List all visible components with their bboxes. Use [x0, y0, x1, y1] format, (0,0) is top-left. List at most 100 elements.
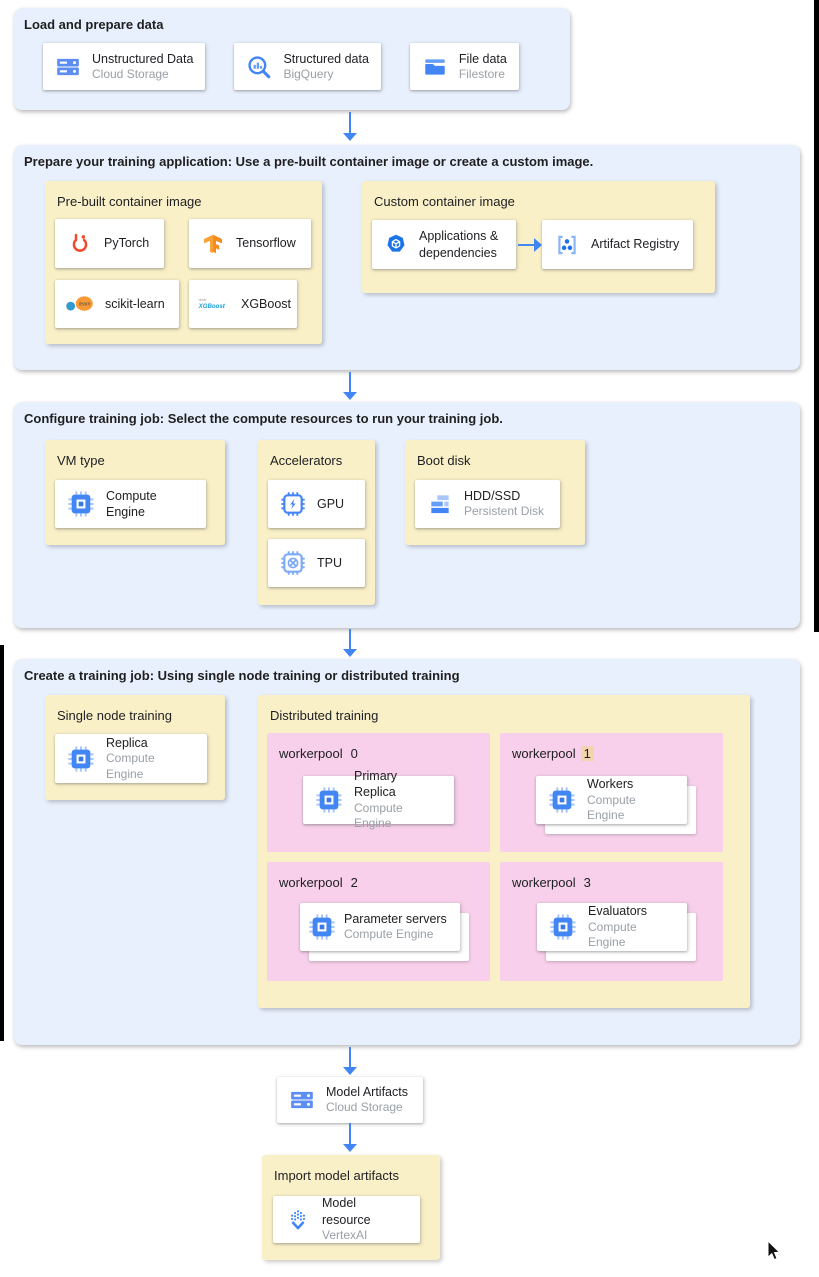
stacked-cards-parameter-servers: Parameter servers Compute Engine: [300, 903, 469, 961]
stacked-cards-evaluators: Evaluators Compute Engine: [537, 903, 696, 961]
panel-boot-disk: Boot disk HDD/SSD Persistent Disk: [405, 440, 585, 545]
panel-vm-type: VM type Compute Engine: [45, 440, 225, 545]
card-parameter-servers: Parameter servers Compute Engine: [300, 903, 460, 951]
card-title: Primary Replica: [354, 769, 398, 800]
flow-arrow-right: [518, 238, 542, 252]
compute-engine-icon: [67, 745, 95, 773]
card-title: Structured data: [283, 51, 369, 66]
card-text: Model Artifacts Cloud Storage: [326, 1084, 408, 1116]
card-subtitle: Cloud Storage: [92, 66, 169, 81]
section-load-data: Load and prepare data Unstructured Data …: [14, 8, 570, 110]
card-title: PyTorch: [104, 236, 150, 251]
card-scikit-learn: scikit-learn: [55, 280, 179, 328]
card-title: Model Artifacts: [326, 1085, 408, 1100]
card-title: Workers: [587, 777, 634, 792]
screen-edge-artifact-left: [0, 645, 4, 1041]
card-subtitle: Compute Engine: [354, 800, 403, 831]
workerpool-number: 3: [583, 875, 591, 890]
stacked-cards-workers: Workers Compute Engine: [536, 776, 696, 834]
card-subtitle: Compute Engine: [588, 919, 637, 950]
card-title: XGBoost: [241, 296, 292, 311]
card-applications-dependencies: Applications & dependencies: [372, 220, 516, 269]
card-text: Structured data BigQuery: [283, 51, 368, 83]
scikit-learn-icon: [63, 293, 97, 315]
workerpool-number-highlighted: 1: [580, 746, 594, 761]
flow-arrow-1: [343, 112, 357, 141]
screen-edge-artifact-right: [814, 0, 819, 632]
panel-prebuilt-container: Pre-built container image PyTorch Tensor…: [45, 181, 322, 344]
card-title: Unstructured Data: [92, 51, 194, 66]
card-subtitle: Compute Engine: [344, 927, 434, 942]
card-artifact-registry: Artifact Registry: [542, 220, 693, 269]
workerpool-label-text: workerpool: [512, 746, 576, 761]
compute-engine-icon: [315, 786, 343, 814]
card-title: Replica: [106, 735, 148, 750]
compute-engine-icon: [67, 490, 95, 518]
cloud-storage-icon: [55, 54, 81, 80]
panel-accelerators-title: Accelerators: [270, 453, 343, 468]
card-xgboost: XGBoost: [189, 280, 297, 328]
panel-custom-container: Custom container image Applications & de…: [362, 181, 715, 293]
panel-accelerators: Accelerators GPU TPU: [258, 440, 375, 605]
card-title: Tensorflow: [236, 236, 296, 251]
workerpool-label-text: workerpool: [512, 875, 576, 890]
card-file-data: File data Filestore: [409, 43, 519, 90]
card-text: Parameter servers Compute Engine: [344, 911, 447, 943]
workerpool-3-label: workerpool 3: [512, 875, 594, 890]
card-title: Artifact Registry: [591, 237, 680, 252]
section-create-title: Create a training job: Using single node…: [24, 668, 460, 683]
card-text: Unstructured Data Cloud Storage: [92, 51, 193, 83]
card-model-artifacts: Model Artifacts Cloud Storage: [277, 1077, 423, 1123]
card-evaluators: Evaluators Compute Engine: [537, 903, 687, 951]
card-subtitle: BigQuery: [283, 66, 334, 81]
panel-import-title: Import model artifacts: [274, 1168, 399, 1183]
card-title: Applications & dependencies: [419, 229, 499, 260]
section-configure-title: Configure training job: Select the compu…: [24, 411, 503, 426]
workerpool-2-label: workerpool 2: [279, 875, 361, 890]
section-load-title: Load and prepare data: [24, 17, 164, 32]
tensorflow-icon: [201, 232, 225, 256]
workerpool-number: 0: [350, 746, 358, 761]
card-structured-data: Structured data BigQuery: [234, 43, 381, 90]
flow-arrow-5: [343, 1123, 357, 1152]
persistent-disk-icon: [427, 491, 453, 517]
section-prepare-application: Prepare your training application: Use a…: [14, 145, 800, 370]
workerpool-1-label: workerpool 1: [512, 746, 594, 761]
mouse-cursor: [767, 1240, 781, 1261]
card-text: Workers Compute Engine: [587, 776, 675, 823]
card-title: Compute Engine: [106, 488, 157, 519]
card-subtitle: Compute Engine: [106, 751, 155, 781]
card-text: Primary Replica Compute Engine: [354, 768, 442, 832]
card-title: TPU: [317, 555, 342, 570]
cloud-storage-icon: [289, 1087, 315, 1113]
card-title: Parameter servers: [344, 912, 447, 927]
artifact-registry-icon: [554, 232, 580, 258]
workerpool-3: workerpool 3 Evaluators Compute Engine: [500, 862, 723, 981]
workerpool-number: 2: [350, 875, 358, 890]
card-title: Model resource: [322, 1196, 371, 1227]
applications-icon: [384, 233, 408, 257]
card-tpu: TPU: [268, 539, 365, 587]
card-subtitle: VertexAI: [322, 1227, 368, 1242]
card-subtitle: Persistent Disk: [464, 504, 545, 519]
card-workers: Workers Compute Engine: [536, 776, 687, 824]
card-gpu: GPU: [268, 480, 365, 528]
card-compute-engine: Compute Engine: [55, 480, 206, 528]
card-title: scikit-learn: [105, 296, 165, 311]
panel-boot-disk-title: Boot disk: [417, 453, 471, 468]
bigquery-icon: [246, 54, 272, 80]
load-cards-row: Unstructured Data Cloud Storage Structur…: [43, 43, 519, 90]
panel-custom-title: Custom container image: [374, 194, 515, 209]
section-configure-job: Configure training job: Select the compu…: [14, 402, 800, 628]
card-model-resource: Model resource VertexAI: [273, 1196, 420, 1243]
workerpool-label-text: workerpool: [279, 875, 343, 890]
card-title: GPU: [317, 496, 345, 511]
panel-single-node-title: Single node training: [57, 708, 172, 723]
card-subtitle: Compute Engine: [587, 792, 636, 823]
card-persistent-disk: HDD/SSD Persistent Disk: [415, 480, 560, 528]
panel-single-node: Single node training Replica Compute Eng…: [45, 695, 225, 800]
